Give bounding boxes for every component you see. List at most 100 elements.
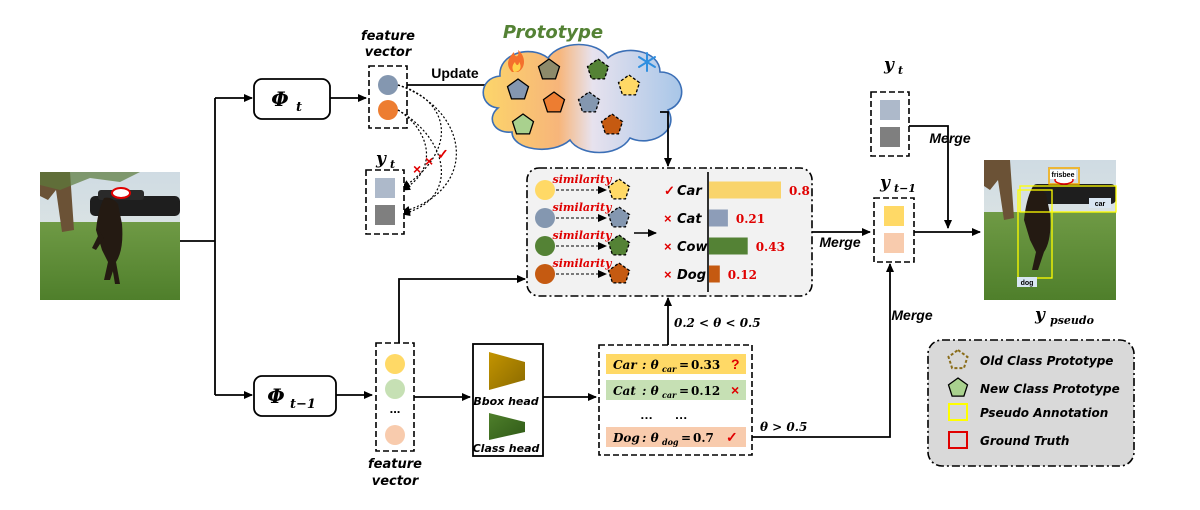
row-mark: × <box>664 239 672 254</box>
yt-right-label: y <box>883 55 895 75</box>
old-model-symbol: Φ <box>267 384 285 408</box>
row-class: Dog <box>677 268 706 283</box>
conf-cat-class: Cat <box>613 384 636 398</box>
similarity-bar-cow <box>709 237 748 255</box>
row-class: Car <box>677 184 703 199</box>
similarity-bar-car <box>709 181 781 199</box>
legend: Old Class Prototype New Class Prototype … <box>927 339 1135 467</box>
top-feature-label-line2: vector <box>365 45 413 60</box>
yt-right-sub: t <box>898 64 903 77</box>
conf-cat-mark: × <box>731 382 739 398</box>
conf-dog-sub: dog <box>662 437 679 447</box>
merge-top-label: Merge <box>929 130 970 146</box>
similarity-row: similarity ✓ Car <box>535 173 703 200</box>
update-label: Update <box>431 65 479 81</box>
conf-cat-value: 0.12 <box>691 384 720 398</box>
conf-cat-theta: : θ <box>642 384 659 398</box>
similarity-value-car: 0.8 <box>789 184 810 198</box>
bottom-feature-label-line2: vector <box>372 474 420 489</box>
row-class: Cat <box>677 212 702 227</box>
similarity-bar-cat <box>709 209 728 227</box>
conf-cat-sub: car <box>662 390 677 400</box>
confidence-row: Cat : θ car = 0.12 × <box>606 380 746 400</box>
output-tag-dog: dog <box>1021 280 1034 287</box>
similarity-label: similarity <box>553 229 614 242</box>
conf-dog-eq: = <box>681 431 691 445</box>
prototype-title: Prototype <box>503 22 603 43</box>
similarity-value-cat: 0.21 <box>736 212 765 226</box>
similarity-row: similarity × Dog <box>535 257 706 284</box>
fire-icon <box>508 50 524 72</box>
conf-dog-value: 0.7 <box>693 431 714 445</box>
similarity-row: similarity × Cow <box>535 229 708 256</box>
current-model-box: Φ t <box>253 78 331 120</box>
yt1-sub: t−1 <box>894 182 916 195</box>
conf-ellipsis: … … <box>640 407 688 422</box>
ypseudo-label: y <box>1034 305 1046 325</box>
confidence-row: Dog : θ dog = 0.7 ✓ <box>606 427 746 447</box>
conf-dog-mark: ✓ <box>726 429 738 445</box>
top-feature-vector <box>368 65 408 129</box>
similarity-label: similarity <box>553 173 614 186</box>
similarity-row: similarity × Cat <box>535 201 702 228</box>
bottom-feature-vector: ... <box>375 342 415 452</box>
similarity-bar-dog <box>709 265 720 283</box>
yt1-label: y <box>879 173 891 193</box>
detection-heads: Bbox head Class head <box>472 343 544 457</box>
cloud-prototypes <box>506 58 641 135</box>
conf-cat-eq: = <box>679 384 689 398</box>
legend-old: Old Class Prototype <box>980 354 1113 368</box>
threshold-high: θ > 0.5 <box>760 420 807 434</box>
row-class: Cow <box>677 240 708 255</box>
old-model-sub: t−1 <box>290 397 316 412</box>
conf-car-eq: = <box>679 358 689 372</box>
similarity-label: similarity <box>553 201 614 214</box>
feature-dots: ... <box>390 401 401 416</box>
current-model-symbol: Φ <box>271 87 289 111</box>
bottom-feature-label-line1: feature <box>368 457 422 472</box>
merge-panel-label: Merge <box>819 234 860 250</box>
legend-gt: Ground Truth <box>980 434 1069 448</box>
conf-car-class: Car <box>613 358 638 372</box>
legend-new: New Class Prototype <box>980 382 1120 396</box>
similarity-rows: similarity ✓ Car similarity × Cat simila… <box>535 173 708 284</box>
conf-car-value: 0.33 <box>691 358 720 372</box>
match-check: ✓ <box>437 146 449 162</box>
snowflake-icon <box>638 52 656 72</box>
similarity-value-cow: 0.43 <box>756 240 785 254</box>
conf-car-theta: : θ <box>642 358 659 372</box>
row-mark: ✓ <box>664 183 675 198</box>
pseudo-annotation-icon <box>948 403 968 421</box>
yt-minus-1-box <box>873 197 915 263</box>
conf-car-sub: car <box>662 364 677 374</box>
old-model-box: Φ t−1 <box>253 375 337 417</box>
ground-truth-icon <box>948 431 968 449</box>
yt-left-label: y <box>375 149 387 169</box>
output-tag-frisbee: frisbee <box>1052 172 1075 179</box>
threshold-mid: 0.2 < θ < 0.5 <box>674 316 761 330</box>
match-cross-2: × <box>425 153 433 169</box>
ypseudo-sub: pseudo <box>1050 314 1094 327</box>
matching-curves <box>397 84 457 217</box>
row-mark: × <box>664 267 672 282</box>
similarity-bars: 0.8 0.21 0.43 0.12 <box>709 181 810 283</box>
output-tag-car: car <box>1095 201 1106 208</box>
conf-car-mark: ? <box>731 356 740 372</box>
conf-dog-theta: : θ <box>642 431 659 445</box>
confidence-row: Car : θ car = 0.33 ? <box>606 354 746 374</box>
input-flow-lines <box>180 94 253 399</box>
conf-dog-class: Dog <box>612 431 640 445</box>
new-prototype-icon <box>947 377 969 397</box>
bbox-head-label: Bbox head <box>473 395 538 408</box>
yt-right-box <box>870 91 910 157</box>
yt-left-box <box>365 169 405 235</box>
legend-pseudo: Pseudo Annotation <box>980 406 1108 420</box>
top-feature-label-line1: feature <box>361 29 415 44</box>
yt-left-sub: t <box>390 158 395 171</box>
output-image: frisbee car dog <box>984 160 1117 300</box>
class-head-label: Class head <box>473 442 540 455</box>
row-mark: × <box>664 211 672 226</box>
match-cross-1: × <box>413 161 421 177</box>
similarity-value-dog: 0.12 <box>728 268 757 282</box>
